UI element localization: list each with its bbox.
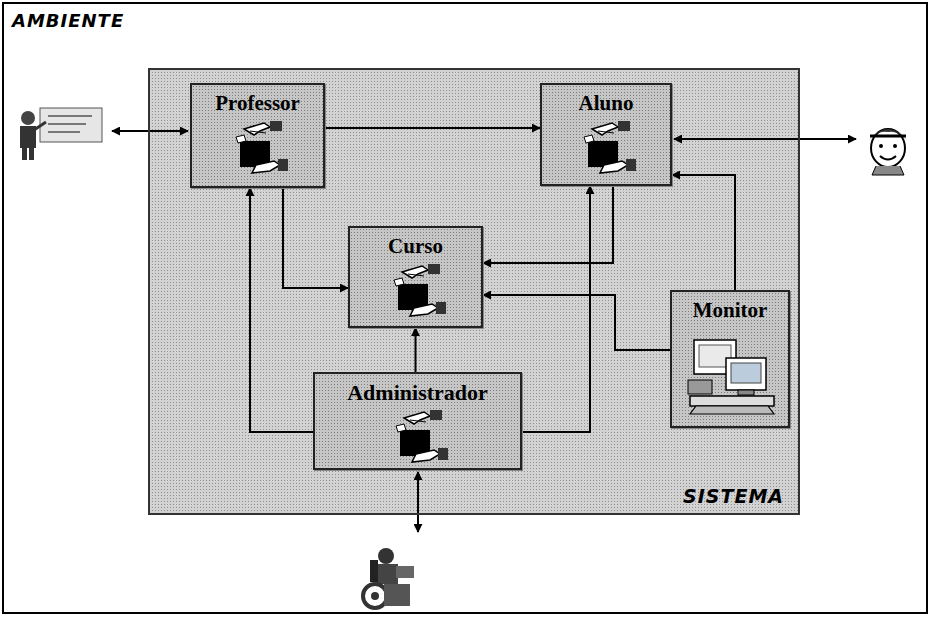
agent-name: Curso [388, 234, 443, 259]
actor-arrow [674, 138, 856, 140]
computer-icon [686, 336, 778, 418]
agent-name: Monitor [693, 298, 768, 323]
agent-name: Administrador [347, 380, 488, 406]
handshake-icon [578, 119, 638, 177]
agent-box: Monitor [670, 290, 790, 428]
flow-arrow [483, 186, 613, 263]
agent-name: Aluno [579, 91, 634, 116]
flow-arrow [250, 188, 313, 432]
handshake-icon [230, 119, 290, 177]
flow-arrow [522, 186, 590, 432]
agent-box: Professor [190, 83, 325, 188]
admin-icon [363, 548, 414, 608]
student-icon [869, 129, 907, 175]
environment-title: AMBIENTE [4, 4, 124, 31]
flow-arrow [283, 188, 348, 288]
agent-box: Curso [348, 226, 483, 328]
actor-arrow [112, 130, 188, 132]
handshake-icon [390, 408, 450, 466]
flow-arrow [325, 127, 540, 129]
teacher-icon [20, 108, 102, 160]
agent-name: Professor [215, 91, 300, 116]
agent-box: Aluno [540, 83, 672, 186]
agent-box: Administrador [313, 372, 522, 470]
handshake-icon [388, 262, 448, 320]
actor-arrow [417, 472, 419, 532]
flow-arrow [672, 175, 735, 290]
system-frame: SISTEMA Professor AlunoCursoMonitorAdminis… [148, 68, 800, 515]
flow-arrow [483, 295, 670, 350]
flow-arrow [415, 328, 417, 372]
system-title: SISTEMA [683, 485, 784, 507]
